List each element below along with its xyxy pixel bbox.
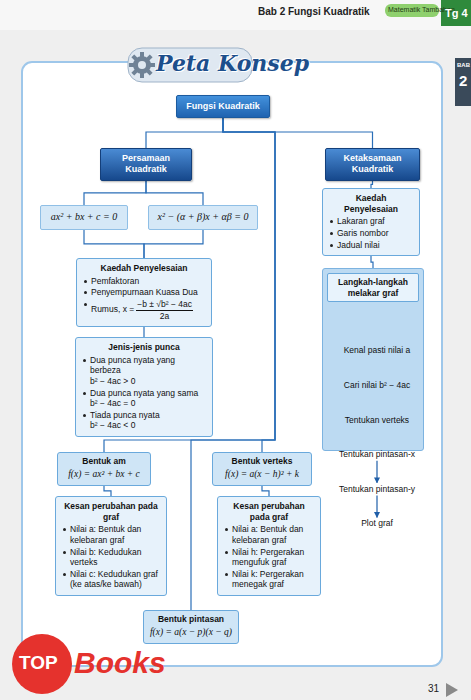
form-box: Bentuk pintasan f(x) = a(x − p)(x − q) bbox=[143, 610, 239, 644]
bullet-item: Nilai b: Kedudukan verteks bbox=[62, 547, 160, 568]
form-box: Bentuk am f(x) = ax² + bx + c bbox=[57, 452, 151, 486]
page-number: 31 bbox=[428, 683, 439, 694]
connector-line bbox=[262, 486, 269, 497]
bullet-item: Dua punca nyata yang sama bbox=[82, 388, 206, 399]
connector-line bbox=[371, 181, 373, 189]
node-text: Persamaan Kuadratik bbox=[105, 153, 187, 176]
page-arrow bbox=[446, 683, 458, 697]
gear-icon bbox=[129, 52, 155, 78]
header-strip bbox=[0, 0, 471, 30]
formula: f(x) = ax² + bx + c bbox=[61, 469, 147, 481]
formula: f(x) = a(x − h)² + k bbox=[216, 469, 308, 481]
node-text: x² − (α + β)x + αβ = 0 bbox=[152, 211, 254, 224]
effect-box: Kesan perubahan pada grafNilai a: Bentuk… bbox=[55, 496, 167, 596]
connector-line bbox=[146, 118, 223, 148]
map-frame bbox=[22, 62, 442, 666]
form-heading: Bentuk am bbox=[61, 456, 147, 467]
box-heading: Jenis-jenis punca bbox=[82, 342, 206, 353]
formula: f(x) = a(x − p)(x − q) bbox=[147, 627, 235, 639]
branch-box: Ketaksamaan Kuadratik bbox=[325, 148, 420, 181]
formula-label: Rumus, x = bbox=[91, 304, 134, 314]
bullet-item: Rumus, x =−b ± √b² − 4ac2a bbox=[83, 299, 205, 321]
steps-box: Langkah-langkah melakar grafKenal pasti … bbox=[322, 268, 424, 451]
steps-heading: Langkah-langkah melakar graf bbox=[327, 273, 419, 302]
form-tab-text: Tg 4 bbox=[445, 7, 468, 19]
watermark-text: TOP bbox=[19, 652, 58, 674]
root-box: Fungsi Kuadratik bbox=[176, 95, 270, 118]
condition: b² − 4ac = 0 bbox=[82, 398, 206, 409]
chapter-heading: Bab 2 Fungsi Kuadratik bbox=[258, 6, 370, 17]
bullet-item: Tiada punca nyata bbox=[82, 410, 206, 421]
bullet-item: Nilai k: Pergerakan menegak graf bbox=[224, 569, 314, 590]
bullet-item: Nilai a: Bentuk dan kelebaran graf bbox=[62, 524, 160, 545]
bullet-item: Penyempurnaan Kuasa Dua bbox=[83, 287, 205, 298]
connector-line bbox=[371, 256, 373, 268]
bullet-item: Nilai h: Pergerakan mengufuk graf bbox=[224, 547, 314, 568]
box-heading: Kaedah Penyelesaian bbox=[83, 263, 205, 274]
watermark-text: Books bbox=[74, 646, 166, 680]
branch-box: Persamaan Kuadratik bbox=[100, 148, 192, 181]
node-text: Plot graf bbox=[331, 518, 423, 529]
map-title: Peta Konsep bbox=[156, 50, 309, 76]
watermark-circle bbox=[12, 634, 72, 694]
chapter-number: 2 bbox=[459, 72, 467, 89]
bullet-item: Dua punca nyata yang berbeza bbox=[82, 355, 206, 376]
bullet-item: Nilai c: Kedudukan graf (ke atas/ke bawa… bbox=[62, 569, 160, 590]
denominator: 2a bbox=[136, 311, 193, 322]
box-heading: Kesan perubahan pada graf bbox=[224, 501, 314, 522]
node-text: Ketaksamaan Kuadratik bbox=[330, 153, 415, 176]
node-text: Tentukan pintasan-x bbox=[331, 449, 423, 460]
condition: b² − 4ac > 0 bbox=[82, 376, 206, 387]
connector-line bbox=[84, 181, 146, 206]
condition: b² − 4ac < 0 bbox=[82, 420, 206, 431]
bullet-item: Garis nombor bbox=[329, 228, 413, 239]
connector-line bbox=[84, 230, 144, 259]
step-text: Tentukan pintasan-y bbox=[331, 484, 423, 495]
method-box: Kaedah PenyelesaianLakaran grafGaris nom… bbox=[322, 188, 420, 256]
chapter-tab bbox=[455, 58, 471, 106]
equation-box: ax² + bx + c = 0 bbox=[40, 205, 128, 230]
effect-box: Kesan perubahan pada grafNilai a: Bentuk… bbox=[217, 496, 321, 596]
fraction: −b ± √b² − 4ac2a bbox=[136, 299, 193, 321]
equation-box: x² − (α + β)x + αβ = 0 bbox=[148, 205, 258, 230]
step-text: Tentukan verteks bbox=[331, 415, 423, 426]
connector-line bbox=[146, 181, 203, 206]
form-heading: Bentuk verteks bbox=[216, 456, 308, 467]
node-text: Tentukan pintasan-y bbox=[331, 484, 423, 495]
connector-line bbox=[104, 486, 111, 497]
node-text: Kenal pasti nilai a bbox=[331, 345, 423, 356]
node-text: Tentukan verteks bbox=[331, 415, 423, 426]
form-heading: Bentuk pintasan bbox=[147, 614, 235, 625]
step-text: Kenal pasti nilai a bbox=[331, 345, 423, 356]
step-text: Plot graf bbox=[331, 518, 423, 529]
bullet-item: Pemfaktoran bbox=[83, 276, 205, 287]
roots-box: Jenis-jenis puncaDua punca nyata yang be… bbox=[75, 337, 213, 437]
form-tab bbox=[441, 0, 471, 26]
bullet-item: Jadual nilai bbox=[329, 240, 413, 251]
bullet-item: Lakaran graf bbox=[329, 216, 413, 227]
subject-tag-text: Matematik Tambahan bbox=[388, 6, 455, 13]
method-box: Kaedah PenyelesaianPemfaktoranPenyempurn… bbox=[76, 258, 212, 327]
connector-arrow bbox=[376, 495, 377, 517]
connector-line bbox=[223, 118, 373, 148]
form-box: Bentuk verteks f(x) = a(x − h)² + k bbox=[212, 452, 312, 486]
step-text: Tentukan pintasan-x bbox=[331, 449, 423, 460]
node-text: Fungsi Kuadratik bbox=[181, 101, 265, 112]
connector-line bbox=[143, 327, 144, 337]
connector-line bbox=[223, 118, 275, 452]
chapter-tab-text: BAB bbox=[457, 62, 470, 68]
box-heading: Kesan perubahan pada graf bbox=[62, 501, 160, 522]
bullet-item: Nilai a: Bentuk dan kelebaran graf bbox=[224, 524, 314, 545]
node-text: ax² + bx + c = 0 bbox=[44, 211, 124, 224]
node-text: Cari nilai b² − 4ac bbox=[331, 380, 423, 391]
numerator: −b ± √b² − 4ac bbox=[136, 299, 193, 311]
box-heading: Kaedah Penyelesaian bbox=[329, 193, 413, 214]
connector-arrow bbox=[376, 461, 377, 483]
connector-line bbox=[144, 230, 203, 259]
step-text: Cari nilai b² − 4ac bbox=[331, 380, 423, 391]
